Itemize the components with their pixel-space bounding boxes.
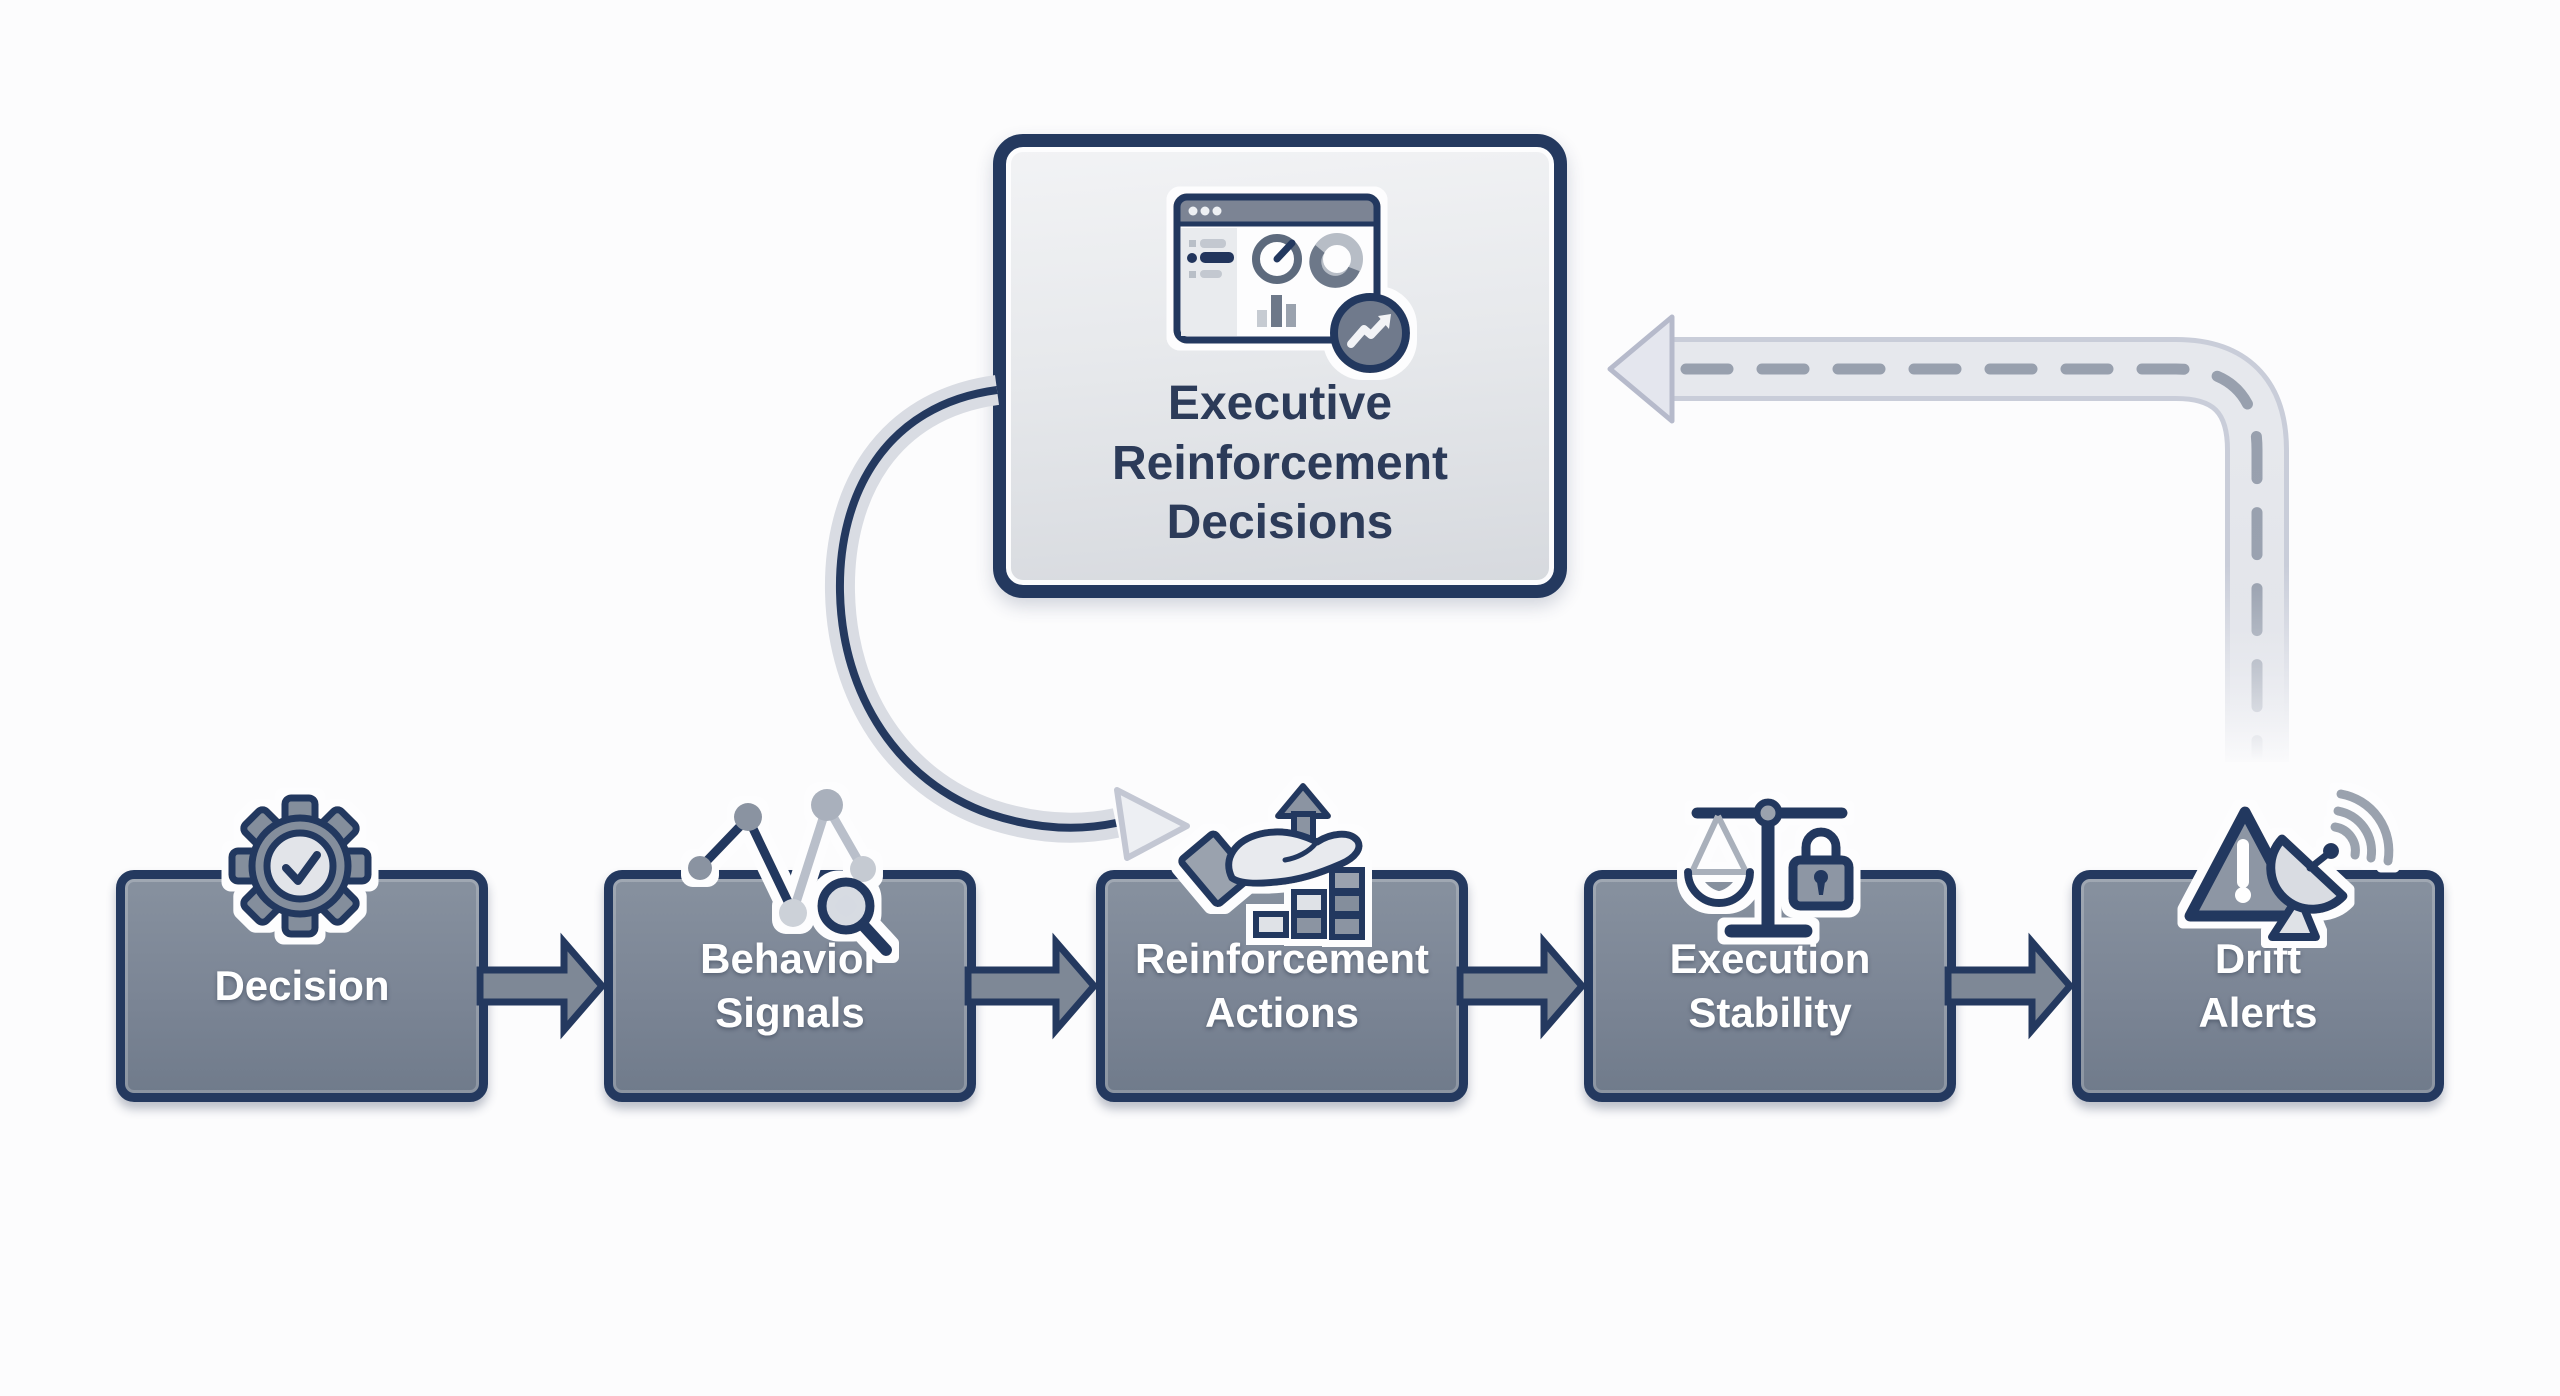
step-label: Drift Alerts xyxy=(2198,935,2318,1036)
node-executive-reinforcement-decisions: Executive Reinforcement Decisions xyxy=(993,134,1567,598)
curve-arrowhead xyxy=(1114,787,1190,861)
step-label: Behavior Signals xyxy=(700,935,880,1036)
node-behavior-signals: Behavior Signals xyxy=(604,870,976,1102)
flow-arrow-3 xyxy=(1456,932,1587,1040)
flow-arrow-2 xyxy=(964,932,1099,1040)
node-reinforcement-actions: Reinforcement Actions xyxy=(1096,870,1468,1102)
feedback-road-arrow xyxy=(1607,314,2289,762)
step-label: Reinforcement Actions xyxy=(1134,935,1430,1036)
step-label: Decision xyxy=(214,962,390,1010)
node-drift-alerts: Drift Alerts xyxy=(2072,870,2444,1102)
node-execution-stability: Execution Stability xyxy=(1584,870,1956,1102)
top-node-label: Executive Reinforcement Decisions xyxy=(1111,377,1449,550)
flow-arrow-1 xyxy=(476,932,607,1040)
road-arrowhead xyxy=(1607,314,1675,424)
step-label: Execution Stability xyxy=(1669,935,1871,1036)
flow-arrow-4 xyxy=(1944,932,2075,1040)
node-decision: Decision xyxy=(116,870,488,1102)
